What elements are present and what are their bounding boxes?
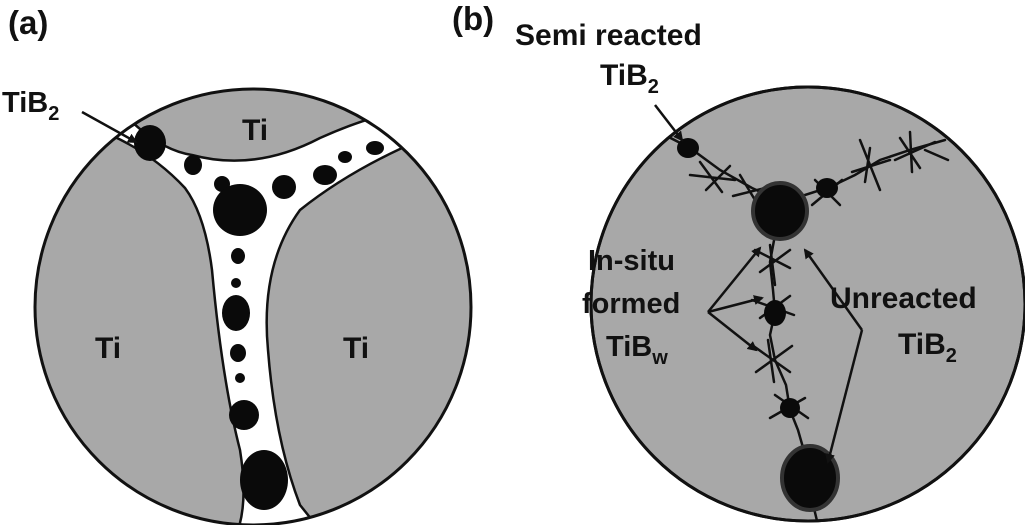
tib2-particle: [213, 184, 267, 236]
tib2-particle: [338, 151, 352, 163]
semi-reacted-label-line1: Semi reacted: [515, 19, 702, 52]
panel-a: (a) TiB2 Ti Ti Ti: [2, 4, 473, 525]
unreacted-label-line2: TiB2: [898, 328, 957, 367]
tibw-whisker: [850, 138, 892, 192]
panel-b-arrows: [654, 104, 864, 464]
ti-label-right: Ti: [343, 332, 369, 365]
tibw-whisker: [750, 338, 794, 384]
insitu-label-main: TiB: [606, 331, 652, 363]
tib2-particle: [134, 125, 166, 161]
tib2-arrow-a: [81, 110, 138, 144]
semi-reacted-tib2-particle: [816, 178, 838, 198]
insitu-arrow-2: [707, 295, 764, 314]
panel-a-circle-outline: [33, 87, 473, 525]
tib2-label-a: TiB2: [2, 87, 59, 125]
ti-label-left: Ti: [95, 332, 121, 365]
tibw-whisker: [688, 160, 737, 194]
tib2-particle: [366, 141, 384, 155]
insitu-label-sub: w: [651, 347, 668, 369]
tib2-particle: [313, 165, 337, 185]
tib2-label-a-sub: 2: [48, 103, 59, 125]
insitu-label-line2: formed: [582, 288, 680, 320]
semi-reacted-tib2-particle: [677, 138, 699, 158]
tib2-particle: [231, 278, 241, 288]
insitu-arrow-3: [707, 311, 758, 352]
tib2-particle: [222, 295, 250, 331]
ti-grain-right: [265, 118, 471, 525]
semi-reacted-label-sub: 2: [648, 76, 659, 98]
unreacted-arrow-down: [825, 329, 864, 464]
semi-reacted-arrow: [654, 104, 684, 142]
tib2-particle: [240, 450, 288, 510]
unreacted-arrow-up: [803, 248, 864, 331]
tibw-whisker: [893, 130, 950, 174]
insitu-arrow-1: [707, 246, 762, 313]
tib2-particle: [235, 373, 245, 383]
unreacted-label-line1: Unreacted: [830, 282, 977, 315]
insitu-label-line1: In-situ: [588, 245, 675, 277]
semi-reacted-label-line2: TiB2: [600, 59, 659, 98]
unreacted-label-main: TiB: [898, 328, 946, 361]
unreacted-label-sub: 2: [946, 345, 957, 367]
unreacted-tib2-particle: [751, 181, 809, 241]
tib2-particle: [231, 248, 245, 264]
panel-b-circle-outline: [589, 85, 1025, 523]
panel-a-tag: (a): [8, 4, 48, 41]
tib2-particles-b: [677, 138, 840, 512]
tib2-particle: [229, 400, 259, 430]
semi-reacted-label-main: TiB: [600, 59, 648, 92]
semi-reacted-tib2-particle: [764, 300, 786, 326]
tib2-particle: [230, 344, 246, 362]
unreacted-tib2-particle: [780, 444, 840, 512]
tib2-label-a-main: TiB: [2, 87, 48, 119]
insitu-label-line3: TiBw: [606, 331, 668, 369]
tib2-particles-a: [134, 125, 384, 510]
tib2-particle: [272, 175, 296, 199]
reaction-path-top: [653, 128, 947, 202]
panel-b: (b) Semi reacted TiB2 In-situ formed TiB…: [452, 0, 1025, 523]
tib2-particle: [184, 155, 202, 175]
semi-reacted-tib2-particle: [780, 398, 800, 418]
ti-label-top: Ti: [242, 114, 268, 147]
panel-b-tag: (b): [452, 0, 494, 37]
